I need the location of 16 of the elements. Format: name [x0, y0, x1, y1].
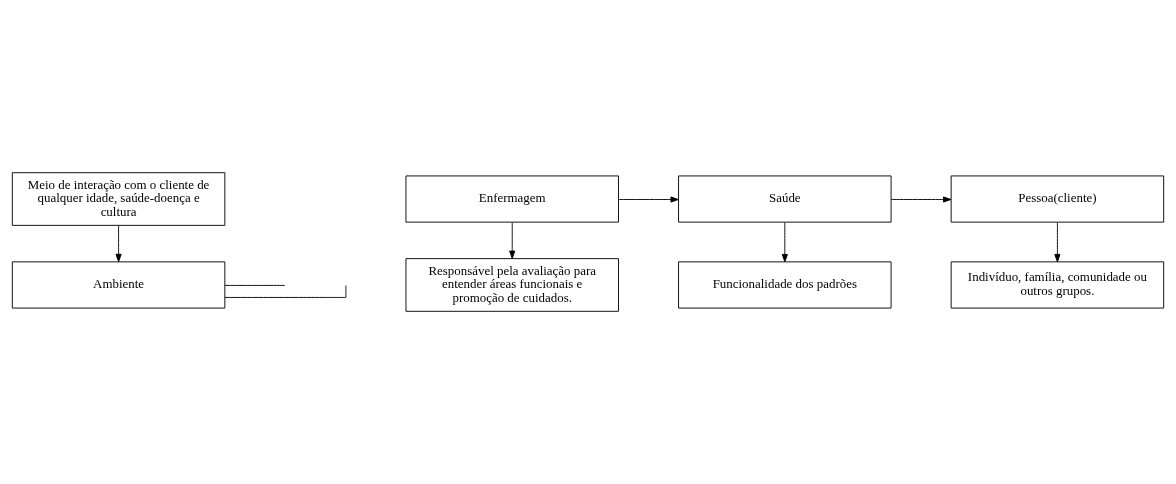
node-box: Saúde [678, 175, 892, 223]
arrow [781, 222, 788, 263]
node-box: Meio de interação com o cliente de qualquer idade, saúde-doença e cultura [11, 172, 226, 226]
arrow [890, 196, 952, 203]
connector [224, 285, 347, 298]
arrow [1054, 222, 1061, 263]
node-box: Pessoa(cliente) [950, 175, 1165, 223]
node-box: Indivíduo, família, comunidade ou outros grupos. [950, 261, 1165, 309]
node-box: Funcionalidade dos padrões [678, 261, 892, 309]
connector [224, 284, 286, 286]
arrow [618, 196, 679, 203]
arrow [115, 225, 122, 263]
node-box: Ambiente [11, 261, 226, 309]
node-box: Enfermagem [405, 175, 619, 223]
node-box: Responsável pela avaliação para entender áreas funcionais e promoção de cuidados. [405, 258, 619, 312]
arrow [509, 222, 516, 259]
